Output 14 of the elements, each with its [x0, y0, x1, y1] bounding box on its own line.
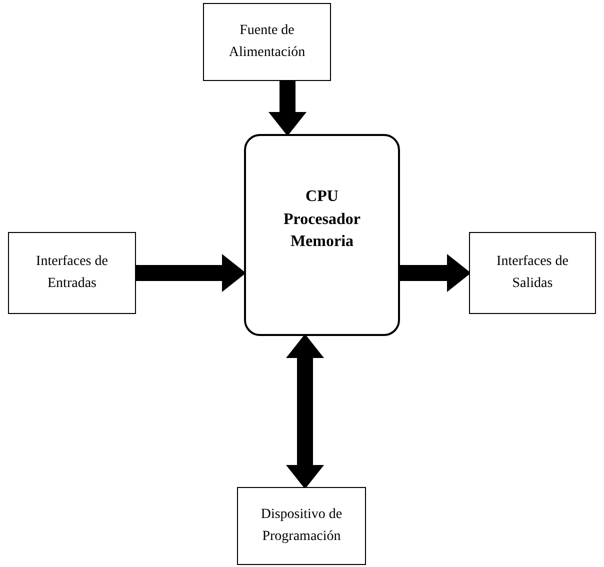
block-box — [203, 3, 331, 81]
node-label: Dispositivo de Programación — [260, 506, 344, 546]
arrow — [136, 254, 246, 292]
node-label: CPU Procesador Memoria — [282, 187, 362, 252]
node-label: Interfaces de Salidas — [496, 252, 570, 293]
arrow — [268, 81, 306, 136]
arrow — [400, 254, 471, 292]
node-label: Interfaces de Entradas — [35, 252, 109, 293]
block-box — [8, 232, 136, 314]
arrow — [286, 334, 324, 489]
node-label: Fuente de Alimentación — [228, 22, 306, 62]
block-box — [237, 487, 366, 565]
block-box — [469, 232, 596, 314]
cpu-box — [244, 134, 400, 336]
